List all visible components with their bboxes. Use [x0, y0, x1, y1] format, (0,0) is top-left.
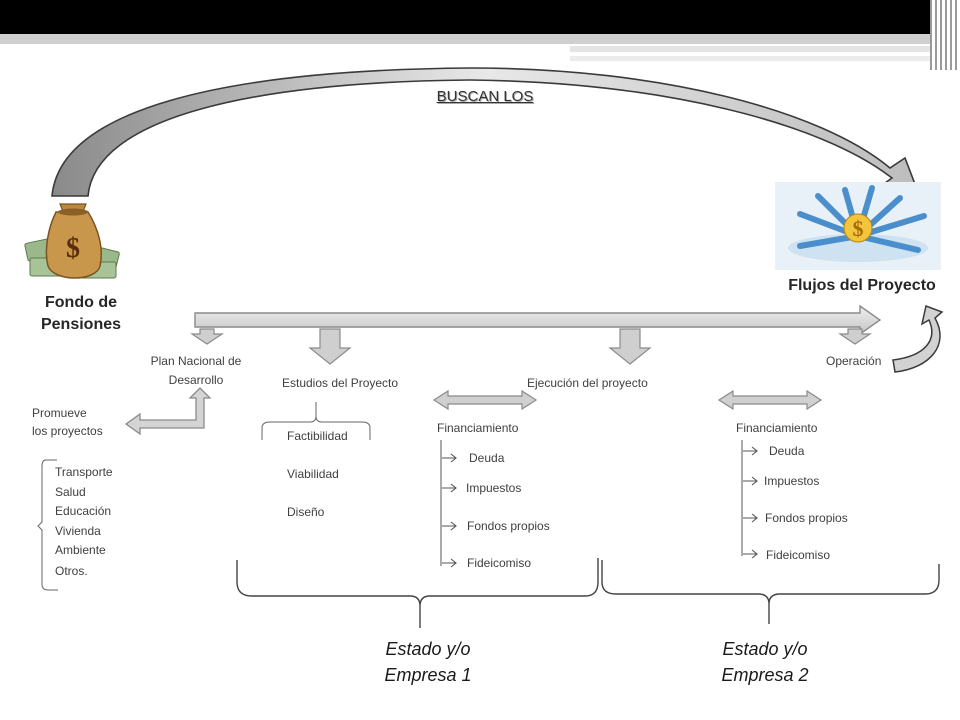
financing-2-item: Fondos propios [765, 511, 848, 525]
studies-brace [261, 402, 371, 440]
left-actor-line1: Fondo de [45, 294, 117, 311]
svg-text:$: $ [66, 233, 80, 264]
down-arrow-operation [838, 328, 872, 345]
financing-1-item: Deuda [469, 451, 505, 465]
list-item: Ambiente [55, 543, 106, 557]
left-actor-line2: Pensiones [40, 316, 122, 333]
timeline-arrow [194, 304, 882, 336]
financing-1-item: Fondos propios [467, 519, 550, 533]
left-actor-label: Fondo de Pensiones [26, 292, 136, 336]
list-item: Otros. [55, 563, 88, 578]
double-arrow-financing-2 [717, 389, 823, 411]
down-arrow-studies [308, 328, 352, 365]
stage-plan-line2: Desarrollo [168, 373, 224, 387]
list-item: Vivienda [55, 523, 101, 538]
dollar-burst-icon: $ [775, 182, 941, 270]
header-label: BUSCAN LOS [436, 88, 534, 105]
group-2-label: Estado y/o Empresa 2 [697, 636, 833, 688]
list-item: Educación [55, 504, 112, 518]
group-2-line2: Empresa 2 [721, 665, 809, 685]
right-actor-label: Flujos del Proyecto [788, 277, 936, 294]
list-item: Salud [55, 484, 86, 499]
money-bag-icon: $ [24, 203, 120, 279]
group-1-label: Estado y/o Empresa 1 [360, 636, 496, 688]
study-item: Viabilidad [287, 467, 339, 481]
group-2-brace [601, 560, 940, 624]
financing-1-item: Impuestos [466, 481, 522, 495]
financing-2-tree [741, 440, 758, 559]
group-1-brace [236, 558, 599, 628]
svg-text:$: $ [853, 216, 864, 241]
list-item: Transporte [55, 465, 113, 479]
stage-operation: Operación [826, 354, 882, 368]
promote-elbow-arrow [124, 387, 212, 436]
financing-2-item: Impuestos [764, 474, 820, 488]
study-item: Diseño [287, 505, 325, 519]
financing-2-item: Deuda [769, 444, 805, 458]
down-arrow-execution [608, 328, 652, 365]
stage-execution: Ejecución del proyecto [527, 376, 648, 390]
stage-plan-line1: Plan Nacional de [150, 354, 242, 368]
promotes-label: Promueve los proyectos [32, 404, 103, 440]
financing-1-title: Financiamiento [437, 421, 519, 435]
sectors-list: Transporte Salud Educación Vivienda Ambi… [55, 463, 113, 581]
promotes-line1: Promueve [32, 406, 87, 420]
group-1-line1: Estado y/o [385, 639, 471, 659]
sectors-brace [37, 459, 58, 591]
down-arrow-plan [190, 328, 224, 345]
financing-2-title: Financiamiento [736, 421, 818, 435]
promotes-line2: los proyectos [32, 424, 103, 438]
top-bar-stripe-light-2 [570, 56, 950, 61]
stage-plan: Plan Nacional de Desarrollo [140, 352, 252, 390]
top-bar-stripe [0, 34, 960, 44]
study-item: Factibilidad [287, 429, 348, 443]
group-2-line1: Estado y/o [722, 639, 808, 659]
return-curve-arrow [892, 304, 944, 373]
stage-studies: Estudios del Proyecto [282, 376, 399, 390]
top-right-lines [930, 0, 960, 70]
group-1-line2: Empresa 1 [384, 665, 472, 685]
financing-2-item: Fideicomiso [766, 548, 831, 562]
financing-1-item: Fideicomiso [467, 556, 532, 570]
financing-1-tree [440, 440, 457, 568]
top-bar-stripe-light [570, 46, 950, 52]
double-arrow-financing-1 [432, 389, 538, 411]
top-bar [0, 0, 960, 34]
